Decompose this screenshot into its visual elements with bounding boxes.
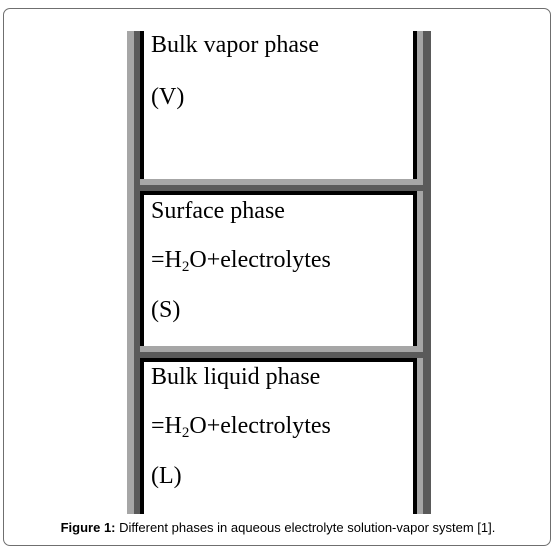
right-wall-middle — [417, 31, 423, 514]
formula-suffix: O+electrolytes — [189, 247, 331, 273]
liquid-phase-composition: =H2O+electrolytes — [151, 413, 331, 441]
liquid-phase-symbol: (L) — [151, 463, 182, 489]
separator-surface-liquid-dark — [140, 352, 423, 358]
surface-phase-symbol: (S) — [151, 297, 181, 323]
surface-phase-title: Surface phase — [151, 198, 285, 224]
right-wall-outer — [423, 31, 431, 514]
left-wall-inner — [140, 31, 144, 514]
separator-surface-liquid-light — [140, 346, 423, 352]
formula-prefix: =H — [151, 413, 182, 439]
caption-text: Different phases in aqueous electrolyte … — [115, 520, 496, 535]
formula-suffix: O+electrolytes — [189, 413, 331, 439]
separator-surface-liquid-black — [140, 358, 417, 362]
caption-label: Figure 1: — [60, 520, 116, 535]
left-wall-middle — [134, 31, 140, 514]
separator-vapor-surface-black — [140, 191, 417, 195]
vapor-phase-symbol: (V) — [151, 84, 185, 110]
vapor-phase-title: Bulk vapor phase — [151, 32, 319, 58]
formula-subscript: 2 — [181, 425, 190, 441]
figure-caption: Figure 1: Different phases in aqueous el… — [0, 520, 556, 535]
separator-vapor-surface-dark — [140, 185, 423, 191]
left-wall-outer — [127, 31, 134, 514]
figure-frame — [3, 8, 551, 546]
formula-subscript: 2 — [181, 259, 190, 275]
liquid-phase-title: Bulk liquid phase — [151, 364, 321, 390]
formula-prefix: =H — [151, 247, 182, 273]
surface-phase-composition: =H2O+electrolytes — [151, 247, 331, 275]
separator-vapor-surface-light — [140, 179, 423, 185]
right-wall-inner — [413, 31, 417, 514]
